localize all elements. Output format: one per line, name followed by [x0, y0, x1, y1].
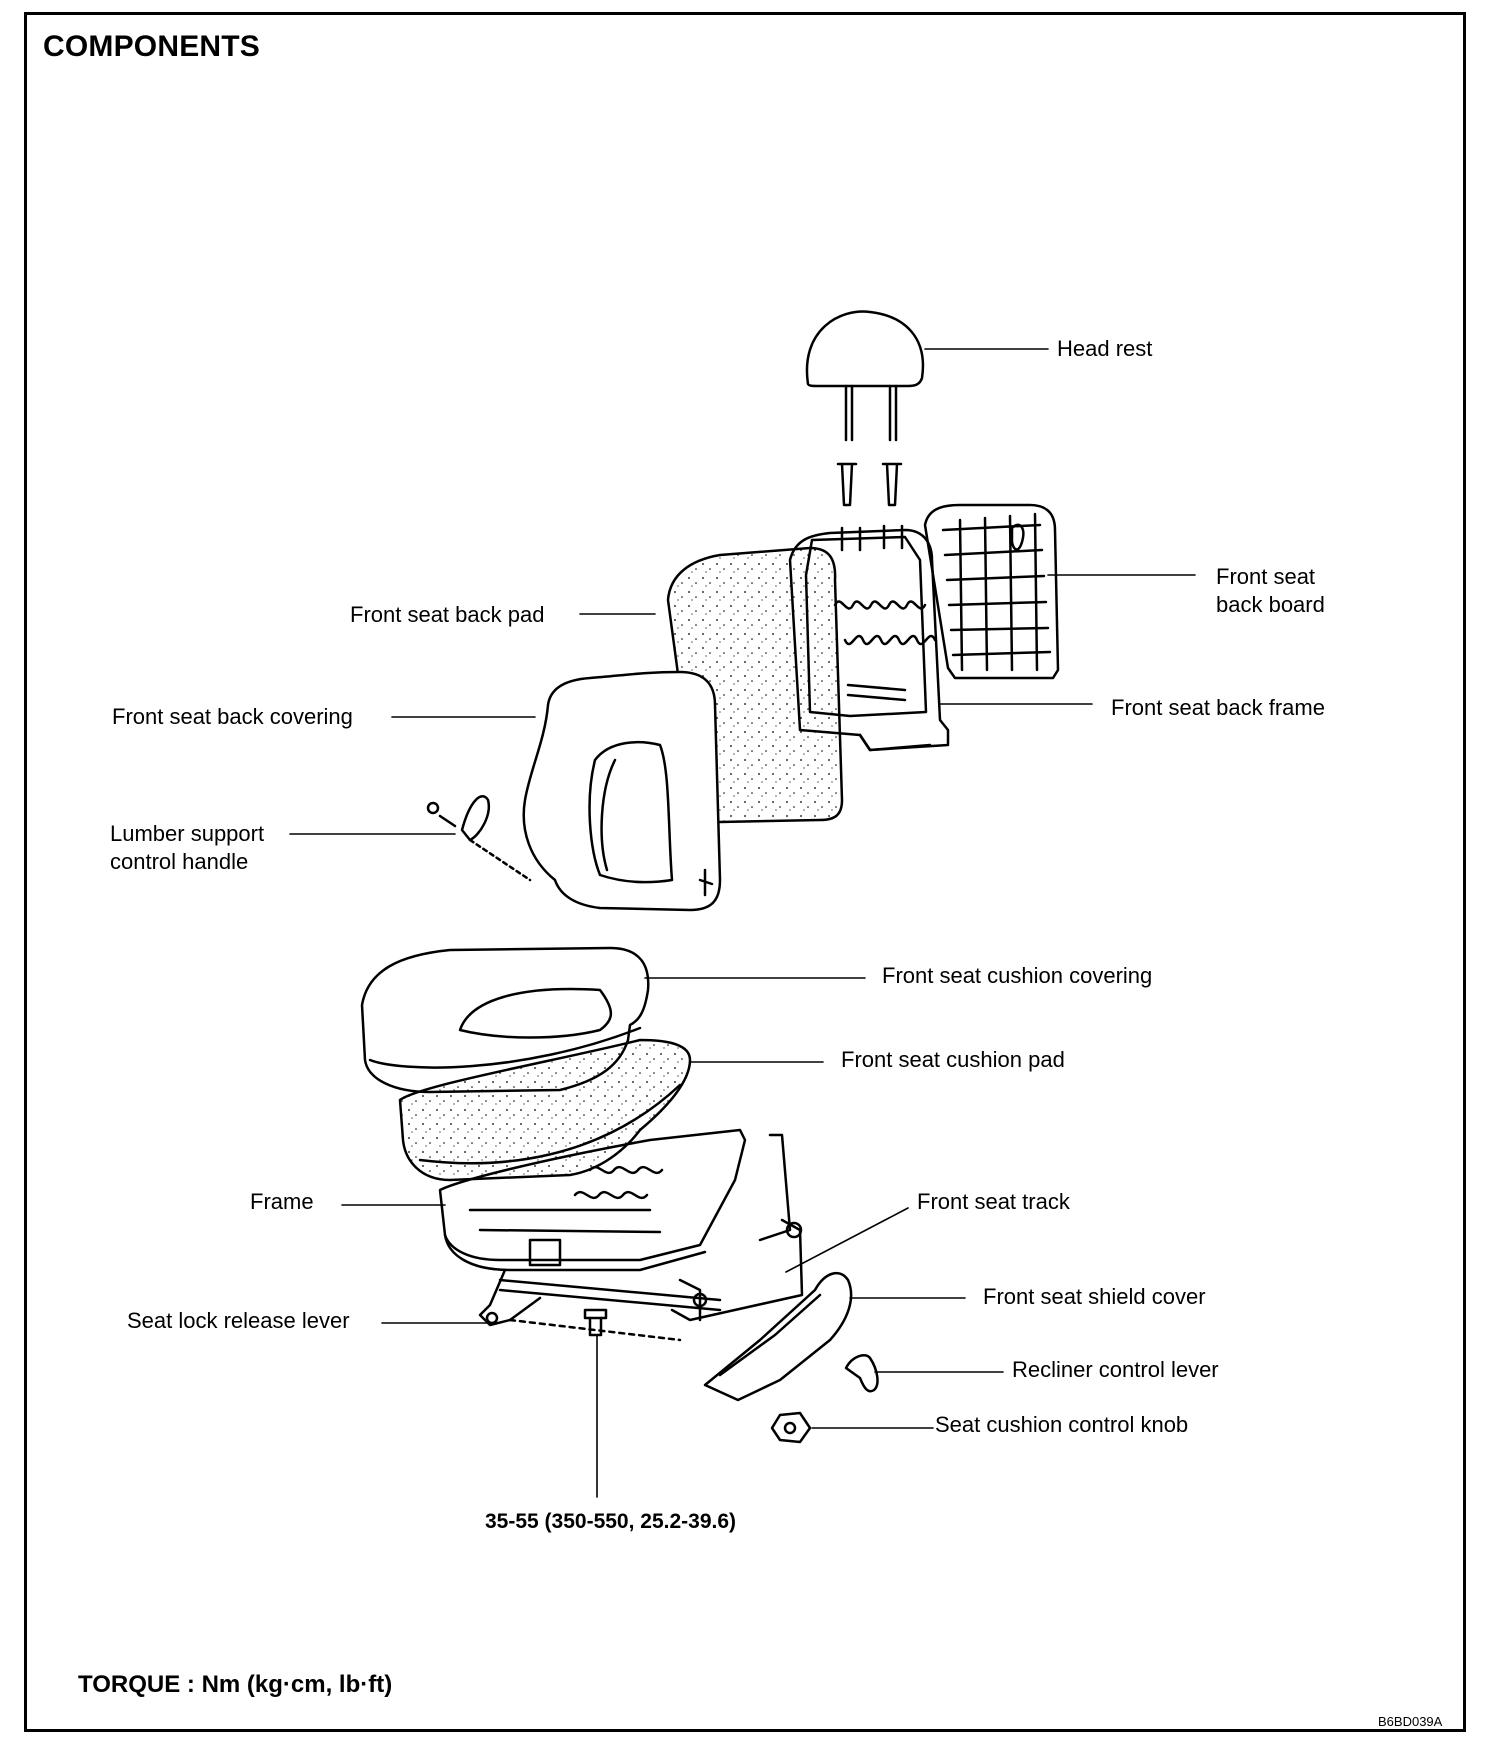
figure-code: B6BD039A — [1378, 1714, 1443, 1729]
label-seat-track: Front seat track — [917, 1189, 1070, 1214]
label-cushion-covering: Front seat cushion covering — [882, 963, 1153, 988]
page-border — [24, 12, 1466, 1732]
label-frame: Frame — [250, 1189, 314, 1214]
lumber-handle — [426, 795, 532, 882]
torque-value: 35-55 (350-550, 25.2-39.6) — [485, 1510, 737, 1533]
head-rest — [805, 310, 925, 442]
bolt — [583, 1308, 608, 1337]
label-back-frame: Front seat back frame — [1111, 695, 1325, 720]
lock-release-lever — [478, 1268, 682, 1342]
label-lock-release: Seat lock release lever — [127, 1308, 350, 1333]
label-cushion-knob: Seat cushion control knob — [935, 1412, 1189, 1437]
leader-lines — [289, 348, 1196, 1498]
page-title: COMPONENTS — [43, 30, 261, 63]
seat-track — [498, 1133, 804, 1322]
torque-unit-legend: TORQUE : Nm (kg·cm, lb·ft) — [78, 1671, 393, 1698]
back-covering — [522, 670, 722, 912]
label-shield-cover: Front seat shield cover — [983, 1284, 1206, 1309]
label-lumber-handle: Lumber support control handle — [110, 821, 265, 874]
label-head-rest: Head rest — [1057, 336, 1153, 361]
label-back-board: Front seat back board — [1216, 564, 1325, 617]
label-recliner-lever: Recliner control lever — [1012, 1357, 1219, 1382]
cushion-knob — [770, 1411, 812, 1444]
recliner-lever — [844, 1354, 879, 1393]
head-rest-guides — [836, 462, 903, 507]
label-cushion-pad: Front seat cushion pad — [841, 1047, 1065, 1072]
back-board — [923, 503, 1060, 680]
seat-frame — [438, 1128, 747, 1272]
label-back-covering: Front seat back covering — [112, 704, 353, 729]
shield-cover — [703, 1271, 853, 1402]
label-back-pad: Front seat back pad — [350, 602, 545, 627]
